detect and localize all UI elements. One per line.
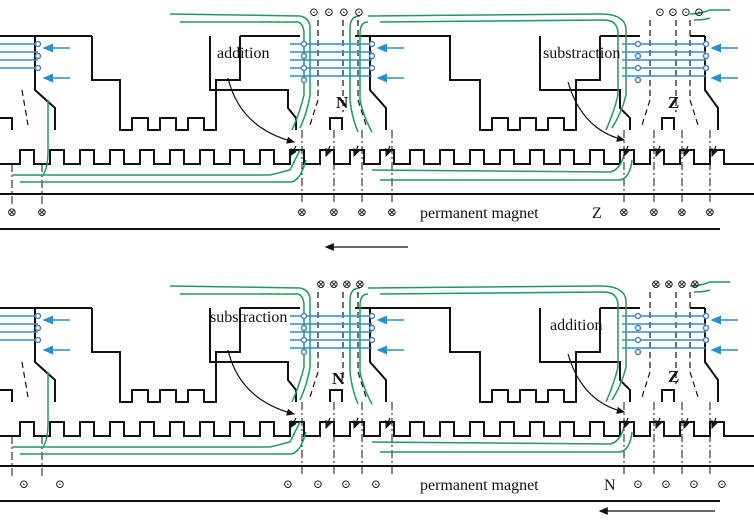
- top-current-symbol-10: ⊗: [705, 205, 715, 219]
- top-coil-symbol-4: ⊙: [354, 5, 364, 19]
- bottom-coil-symbol-6: ⊗: [664, 277, 674, 291]
- bottom-left-label: substraction: [210, 309, 287, 326]
- bottom-coil-symbol-7: ⊗: [677, 277, 687, 291]
- bottom-right-label: addition: [550, 317, 602, 334]
- top-current-symbol-4: ⊗: [329, 205, 339, 219]
- bottom-coil-symbol-1: ⊗: [316, 277, 326, 291]
- bottom-current-symbol-6: ⊙: [371, 477, 381, 491]
- top-right-label: substraction: [543, 45, 620, 62]
- top-mid-pole: N: [336, 93, 349, 112]
- bottom-coil-symbol-3: ⊗: [342, 277, 352, 291]
- top-left-label: addition: [217, 45, 269, 62]
- top-right-pole: Z: [668, 93, 679, 112]
- bottom-mid-pole: N: [332, 369, 345, 388]
- top-coil-symbol-6: ⊙: [668, 5, 678, 19]
- bottom-coil-symbol-4: ⊗: [355, 277, 365, 291]
- top-current-symbol-6: ⊗: [387, 205, 397, 219]
- top-current-symbol-8: ⊗: [649, 205, 659, 219]
- top-coil-symbol-2: ⊙: [324, 5, 334, 19]
- top-current-symbol-7: ⊗: [619, 205, 629, 219]
- bottom-current-symbol-9: ⊙: [689, 477, 699, 491]
- bottom-coil-symbol-2: ⊗: [329, 277, 339, 291]
- bottom-current-symbol-1: ⊙: [19, 477, 29, 491]
- top-coil-symbol-7: ⊙: [681, 5, 691, 19]
- top-coil-symbol-5: ⊙: [655, 5, 665, 19]
- bottom-current-symbol-3: ⊙: [283, 477, 293, 491]
- bottom-coil-symbol-8: ⊗: [690, 277, 700, 291]
- top-coil-symbol-3: ⊙: [339, 5, 349, 19]
- bottom-current-symbol-5: ⊙: [341, 477, 351, 491]
- top-current-symbol-3: ⊗: [297, 205, 307, 219]
- bottom-right-pole: Z: [668, 367, 679, 386]
- bottom-panel: ⊗ ⊗ ⊗ ⊗ ⊗ ⊗ ⊗ ⊗ substraction addition N …: [0, 277, 754, 515]
- top-magnet-pole: Z: [592, 205, 602, 222]
- top-magnet-label: permanent magnet: [420, 205, 539, 222]
- top-panel: ⊙ ⊙ ⊙ ⊙ ⊙ ⊙ ⊙ ⊙ addition substraction N …: [0, 5, 754, 251]
- bottom-current-symbol-4: ⊙: [313, 477, 323, 491]
- top-current-symbol-9: ⊗: [677, 205, 687, 219]
- bottom-current-symbol-2: ⊙: [55, 477, 65, 491]
- bottom-magnet-pole: N: [604, 477, 616, 494]
- top-current-symbol-1: ⊗: [7, 205, 17, 219]
- bottom-magnet-label: permanent magnet: [420, 477, 539, 494]
- top-current-symbol-5: ⊗: [357, 205, 367, 219]
- top-coil-symbol-1: ⊙: [309, 5, 319, 19]
- bottom-coil-symbol-5: ⊗: [651, 277, 661, 291]
- top-coil-symbol-8: ⊙: [694, 5, 704, 19]
- bottom-current-symbol-10: ⊙: [717, 477, 727, 491]
- top-current-symbol-2: ⊗: [37, 205, 47, 219]
- bottom-current-symbol-7: ⊙: [633, 477, 643, 491]
- bottom-current-symbol-8: ⊙: [661, 477, 671, 491]
